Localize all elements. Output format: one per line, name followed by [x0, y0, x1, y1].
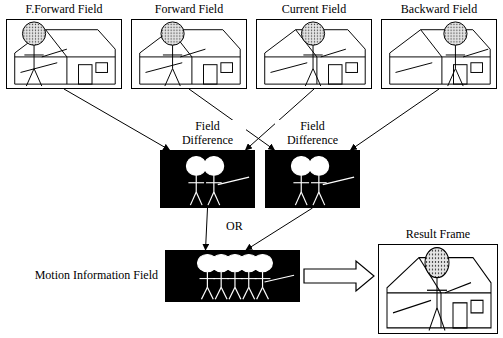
field-illustration	[382, 20, 496, 88]
connector-arrow	[246, 208, 313, 250]
field-heading: F.Forward Field	[23, 3, 104, 17]
house-drawing	[140, 30, 240, 84]
difference-field-box: Field Difference	[265, 150, 360, 208]
field-illustration	[166, 251, 299, 301]
field-frame-box: Current Field	[256, 19, 372, 89]
field-frame-box: Forward Field	[131, 19, 247, 89]
house-drawing	[390, 30, 490, 84]
field-heading: Forward Field	[153, 3, 225, 17]
stick-figure	[204, 157, 224, 206]
field-illustration	[7, 20, 121, 88]
connector-arrow	[351, 89, 440, 150]
connector-arrow	[206, 208, 208, 250]
field-illustration	[132, 20, 246, 88]
field-heading: Field Difference	[170, 120, 246, 148]
motion-stroke	[265, 275, 295, 282]
field-frame-box: F.Forward Field	[6, 19, 122, 89]
stick-figure	[161, 22, 205, 86]
field-illustration	[161, 151, 254, 207]
difference-field-box: Field Difference	[160, 150, 255, 208]
block-arrow	[304, 261, 374, 291]
field-heading: Field Difference	[275, 120, 351, 148]
field-illustration	[266, 151, 359, 207]
stick-figure	[444, 22, 488, 86]
stick-figure	[301, 22, 345, 86]
stick-figure	[425, 248, 471, 331]
stick-figure	[253, 254, 273, 299]
field-heading: Result Frame	[404, 228, 472, 242]
field-frame-box: Result Frame	[378, 244, 498, 334]
field-heading: Current Field	[280, 3, 348, 17]
stick-figure	[309, 157, 329, 206]
field-heading: Backward Field	[399, 3, 479, 17]
stick-figure	[22, 22, 66, 86]
field-heading: Motion Information Field	[33, 269, 160, 283]
stick-figure	[186, 157, 206, 206]
field-frame-box: Backward Field	[381, 19, 497, 89]
connector-arrow	[64, 89, 170, 150]
field-illustration	[379, 245, 497, 333]
field-illustration	[257, 20, 371, 88]
stick-figure	[291, 157, 311, 206]
difference-field-box: Motion Information Field	[165, 250, 300, 302]
motion-stroke	[323, 177, 354, 184]
operator-label: OR	[224, 220, 245, 234]
motion-stroke	[218, 177, 249, 184]
